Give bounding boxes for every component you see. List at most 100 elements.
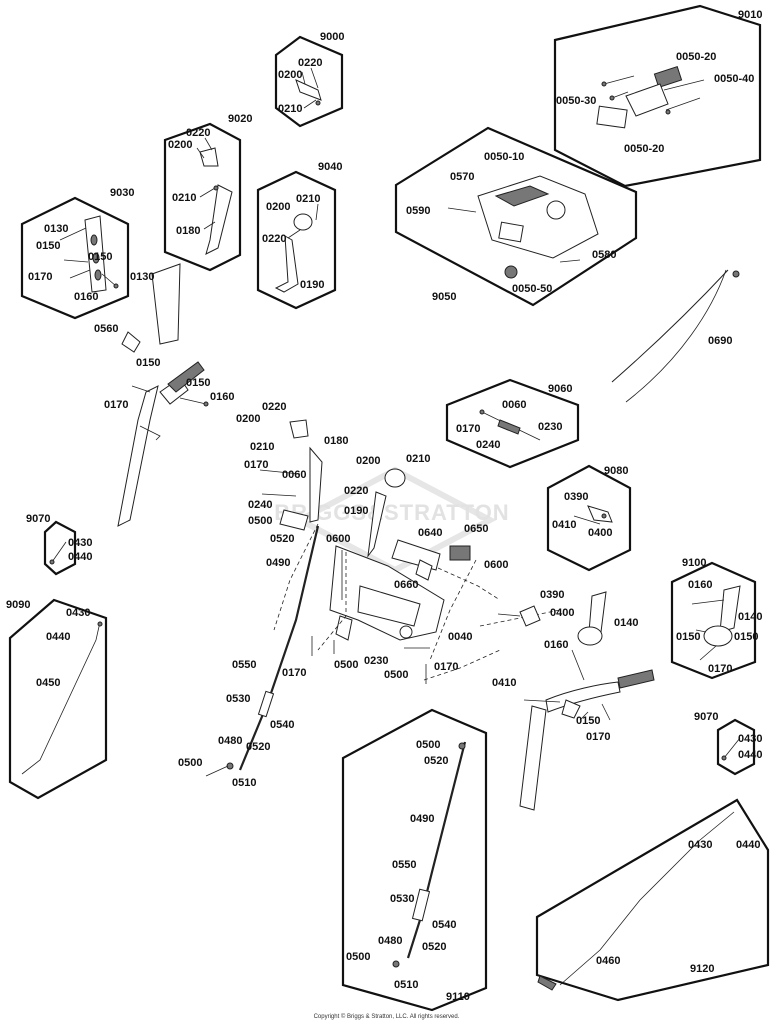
label-0140: 0140 (614, 617, 638, 629)
label-0600: 0600 (484, 559, 508, 571)
label-0220: 0220 (262, 401, 286, 413)
label-0390: 0390 (564, 491, 588, 503)
label-0540: 0540 (432, 919, 456, 931)
kit-9070a-outline (43, 520, 77, 576)
label-0230: 0230 (538, 421, 562, 433)
label-0130: 0130 (44, 223, 68, 235)
kit-9000-parts (295, 67, 322, 109)
label-0160: 0160 (74, 291, 98, 303)
label-0500: 0500 (178, 757, 202, 769)
label-0430: 0430 (688, 839, 712, 851)
label-0040: 0040 (448, 631, 472, 643)
label-0400: 0400 (588, 527, 612, 539)
label-0430: 0430 (738, 733, 762, 745)
label-0430: 0430 (68, 537, 92, 549)
label-0210: 0210 (172, 192, 196, 204)
label-0210: 0210 (250, 441, 274, 453)
label-0180: 0180 (324, 435, 348, 447)
label-0220: 0220 (344, 485, 368, 497)
label-0530: 0530 (390, 893, 414, 905)
label-0060: 0060 (282, 469, 306, 481)
label-0150: 0150 (88, 251, 112, 263)
kit-9010-parts (596, 66, 705, 129)
label-0660: 0660 (394, 579, 418, 591)
kit-9000-outline (274, 35, 344, 128)
label-0480: 0480 (378, 935, 402, 947)
kit-9110-rod (392, 741, 467, 968)
label-0240: 0240 (476, 439, 500, 451)
label-0170: 0170 (586, 731, 610, 743)
center-control-assembly (205, 419, 561, 777)
label-0650: 0650 (464, 523, 488, 535)
kit-9030-outline (20, 196, 130, 320)
right-handle-assembly (497, 591, 655, 811)
label-0200: 0200 (278, 69, 302, 81)
label-0440: 0440 (736, 839, 760, 851)
label-0150: 0150 (36, 240, 60, 252)
part-labels: 9000 9010 9020 9030 9040 9050 9060 9070 … (6, 9, 762, 1003)
label-0520: 0520 (422, 941, 446, 953)
kit-9080-outline (546, 464, 632, 572)
label-0440: 0440 (46, 631, 70, 643)
label-9060: 9060 (548, 383, 572, 395)
kit-9090-cable (21, 621, 103, 775)
label-0490: 0490 (410, 813, 434, 825)
kit-9050-console (447, 175, 599, 279)
label-9000: 9000 (320, 31, 344, 43)
kit-9070b-parts (721, 737, 741, 761)
label-0240: 0240 (248, 499, 272, 511)
kit-9030-parts (59, 215, 119, 293)
label-0590: 0590 (406, 205, 430, 217)
label-0170: 0170 (708, 663, 732, 675)
label-0450: 0450 (36, 677, 60, 689)
label-0170: 0170 (244, 459, 268, 471)
label-9010: 9010 (738, 9, 762, 21)
label-0170: 0170 (282, 667, 306, 679)
label-0050-50: 0050-50 (512, 283, 552, 295)
handle-cable-assembly (611, 269, 740, 403)
label-0400: 0400 (550, 607, 574, 619)
label-0390: 0390 (540, 589, 564, 601)
label-0570: 0570 (450, 171, 474, 183)
label-0510: 0510 (394, 979, 418, 991)
label-0690: 0690 (708, 335, 732, 347)
label-0550: 0550 (232, 659, 256, 671)
label-9040: 9040 (318, 161, 342, 173)
label-0150: 0150 (136, 357, 160, 369)
label-0200: 0200 (236, 413, 260, 425)
kit-9070b-outline (716, 718, 756, 776)
label-0170: 0170 (434, 661, 458, 673)
label-0220: 0220 (186, 127, 210, 139)
label-0150: 0150 (186, 377, 210, 389)
label-0050-10: 0050-10 (484, 151, 524, 163)
label-0190: 0190 (300, 279, 324, 291)
kit-9060-parts (479, 409, 541, 441)
label-0600: 0600 (326, 533, 350, 545)
label-0540: 0540 (270, 719, 294, 731)
label-0140: 0140 (738, 611, 762, 623)
label-0200: 0200 (266, 201, 290, 213)
kit-9060-outline (445, 378, 580, 469)
kit-9120-cable (537, 811, 735, 991)
label-0500: 0500 (416, 739, 440, 751)
label-0050-20: 0050-20 (624, 143, 664, 155)
label-0170: 0170 (104, 399, 128, 411)
label-0050-20: 0050-20 (676, 51, 716, 63)
label-0220: 0220 (262, 233, 286, 245)
label-0440: 0440 (738, 749, 762, 761)
label-0220: 0220 (298, 57, 322, 69)
kit-9090-outline (8, 598, 108, 800)
label-9050: 9050 (432, 291, 456, 303)
label-0500: 0500 (346, 951, 370, 963)
label-9070b: 9070 (694, 711, 718, 723)
label-0500: 0500 (384, 669, 408, 681)
label-0460: 0460 (596, 955, 620, 967)
label-9030: 9030 (110, 187, 134, 199)
label-9120: 9120 (690, 963, 714, 975)
label-0160: 0160 (210, 391, 234, 403)
label-0530: 0530 (226, 693, 250, 705)
kit-9040-parts (274, 203, 319, 293)
label-0480: 0480 (218, 735, 242, 747)
label-0150: 0150 (734, 631, 758, 643)
